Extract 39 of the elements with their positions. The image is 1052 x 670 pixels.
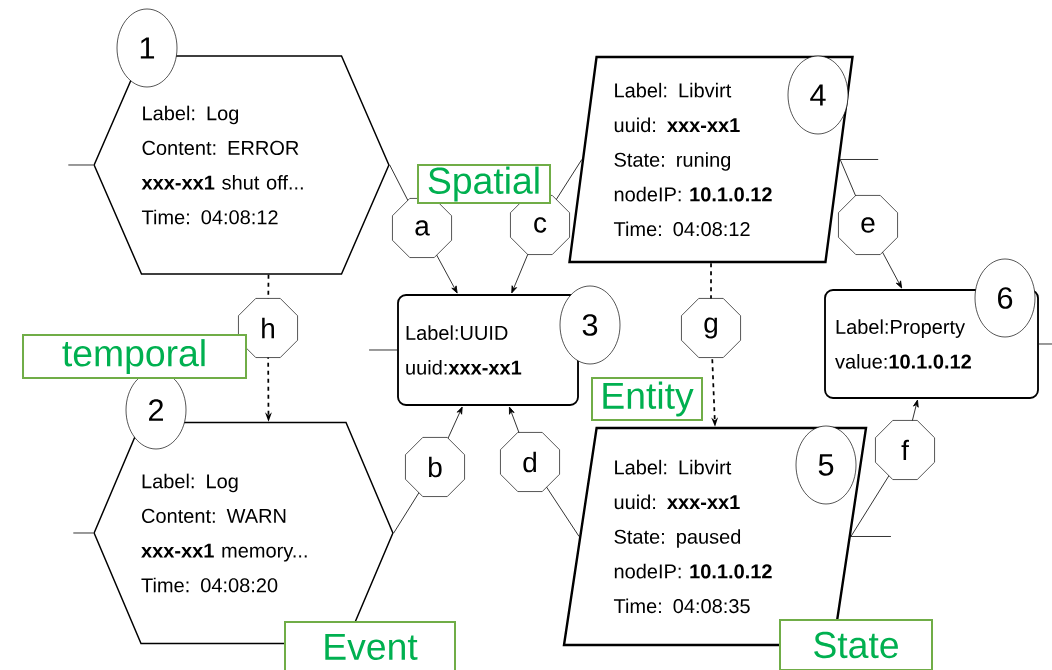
number-badge: 4 xyxy=(787,55,849,135)
connector-line xyxy=(839,159,879,160)
connector-line xyxy=(67,164,94,166)
node-label: Content: ERROR xyxy=(142,140,299,155)
connector-line xyxy=(72,532,94,534)
node-label: nodeIP: 10.1.0.12 xyxy=(614,563,772,579)
node-label: nodeIP: 10.1.0.12 xyxy=(614,186,772,202)
annotation-box: State xyxy=(779,619,933,670)
node-label: State: runing xyxy=(614,152,731,171)
annotation-box: Entity xyxy=(591,377,703,421)
node-label: Label: Log xyxy=(142,473,238,493)
node-label: xxx-xx1 memory... xyxy=(141,543,307,562)
node-label: Label: Log xyxy=(143,105,239,125)
connector-line xyxy=(850,536,892,537)
edge-label: d xyxy=(500,432,560,492)
node-label: uuid: xxx-xx1 xyxy=(614,494,740,510)
node-label: Time: 04:08:35 xyxy=(613,598,750,614)
node-label: State: paused xyxy=(614,529,741,548)
edge-label: f xyxy=(875,420,935,480)
edge-label: e xyxy=(838,195,898,255)
connector-line xyxy=(1038,343,1052,345)
edge-label: g xyxy=(681,298,741,358)
connector-line xyxy=(368,349,398,351)
edge-label: c xyxy=(510,195,570,255)
node-label: Time: 04:08:12 xyxy=(613,221,750,237)
node-label: Content: WARN xyxy=(142,508,286,523)
node-label: Time: 04:08:12 xyxy=(141,209,278,225)
edge-label: b xyxy=(405,437,465,497)
number-badge: 3 xyxy=(559,285,621,365)
number-badge: 5 xyxy=(795,425,857,505)
annotation-box: Spatial xyxy=(417,164,551,204)
node-label: Label: Libvirt xyxy=(615,82,732,98)
edge-label: h xyxy=(238,298,298,358)
node-label: Time: 04:08:20 xyxy=(141,577,278,593)
number-badge: 6 xyxy=(974,258,1036,338)
node-label: Label: Libvirt xyxy=(615,459,732,475)
node-label: xxx-xx1 shut off... xyxy=(141,174,303,190)
edge-label: a xyxy=(392,198,452,258)
node-label: uuid: xxx-xx1 xyxy=(614,117,740,133)
